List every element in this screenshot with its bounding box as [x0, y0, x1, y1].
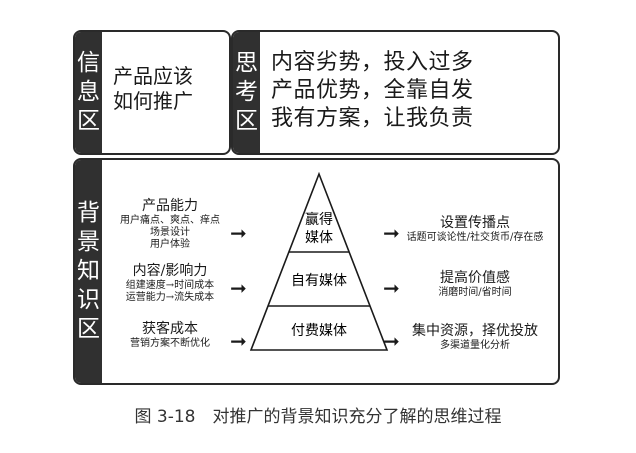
block-sub: 话题可谈论性/社交货币/存在感: [406, 232, 544, 243]
info-panel-label-char: 息: [77, 79, 100, 105]
arrow-right-icon: ➞: [230, 276, 247, 300]
pyramid-layer-earned: 赢得: [305, 211, 333, 228]
block-title: 产品能力: [142, 198, 198, 214]
think-line: 内容劣势，投入过多: [271, 50, 474, 75]
think-panel-label-char: 考: [235, 79, 258, 105]
pyramid-layer-earned: 媒体: [305, 230, 333, 246]
background-panel-label-char: 景: [77, 229, 100, 255]
think-panel-text: 内容劣势，投入过多 产品优势，全靠自发 我有方案，让我负责: [271, 49, 474, 133]
block-title: 集中资源，择优投放: [412, 323, 538, 339]
pyramid-layer-paid: 付费媒体: [291, 323, 347, 339]
think-line: 产品优势，全靠自发: [271, 78, 474, 103]
background-panel-label-char: 知: [77, 258, 100, 284]
block-sub: 组建速度→时间成本: [125, 280, 215, 291]
block-sub: 消磨时间/省时间: [438, 287, 512, 298]
arrow-right-icon: ➞: [230, 221, 247, 245]
info-panel-text: 产品应该 如何推广: [113, 64, 193, 114]
block-sub: 运营能力→流失成本: [125, 292, 215, 303]
background-panel-label-char: 识: [77, 287, 100, 313]
info-line: 如何推广: [113, 89, 193, 113]
arrow-right-icon: ➞: [383, 221, 400, 245]
arrow-right-icon: ➞: [383, 329, 400, 353]
block-title: 获客成本: [142, 321, 198, 337]
think-line: 我有方案，让我负责: [271, 106, 474, 131]
left-block-content: 内容/影响力 组建速度→时间成本 运营能力→流失成本: [105, 263, 235, 304]
block-sub: 多渠道量化分析: [440, 340, 510, 351]
info-panel-label-char: 信: [77, 50, 100, 76]
right-block-value: 提高价值感 消磨时间/省时间: [400, 270, 550, 299]
background-panel-tab: 背 景 知 识 区: [75, 160, 102, 383]
info-line: 产品应该: [113, 64, 193, 88]
think-panel-tab: 思 考 区: [233, 32, 260, 153]
think-panel-label-char: 思: [235, 50, 258, 76]
block-sub: 营销方案不断优化: [130, 338, 210, 349]
background-panel-label-char: 背: [77, 200, 100, 226]
block-sub: 场景设计: [150, 227, 190, 238]
block-title: 内容/影响力: [132, 263, 208, 279]
block-title: 设置传播点: [440, 215, 510, 231]
block-title: 提高价值感: [440, 270, 510, 286]
info-panel: 信 息 区 产品应该 如何推广: [73, 30, 231, 155]
background-panel: 背 景 知 识 区 产品能力 用户痛点、爽点、痒点 场景设计 用户体验 内容/影…: [73, 158, 560, 385]
media-pyramid: 赢得 媒体 自有媒体 付费媒体: [249, 172, 389, 351]
arrow-right-icon: ➞: [230, 329, 247, 353]
info-panel-tab: 信 息 区: [75, 32, 102, 153]
think-panel-label-char: 区: [235, 108, 258, 134]
think-panel: 思 考 区 内容劣势，投入过多 产品优势，全靠自发 我有方案，让我负责: [231, 30, 560, 155]
info-panel-label-char: 区: [77, 108, 100, 134]
right-block-spread: 设置传播点 话题可谈论性/社交货币/存在感: [400, 215, 550, 244]
block-sub: 用户体验: [150, 239, 190, 250]
pyramid-layer-owned: 自有媒体: [291, 273, 347, 289]
background-panel-label-char: 区: [77, 316, 100, 342]
left-block-acquisition: 获客成本 营销方案不断优化: [105, 321, 235, 350]
arrow-right-icon: ➞: [383, 276, 400, 300]
figure-caption: 图 3-18 对推广的背景知识充分了解的思维过程: [134, 407, 502, 427]
block-sub: 用户痛点、爽点、痒点: [120, 215, 220, 226]
left-block-product: 产品能力 用户痛点、爽点、痒点 场景设计 用户体验: [105, 198, 235, 251]
right-block-resources: 集中资源，择优投放 多渠道量化分析: [400, 323, 550, 352]
